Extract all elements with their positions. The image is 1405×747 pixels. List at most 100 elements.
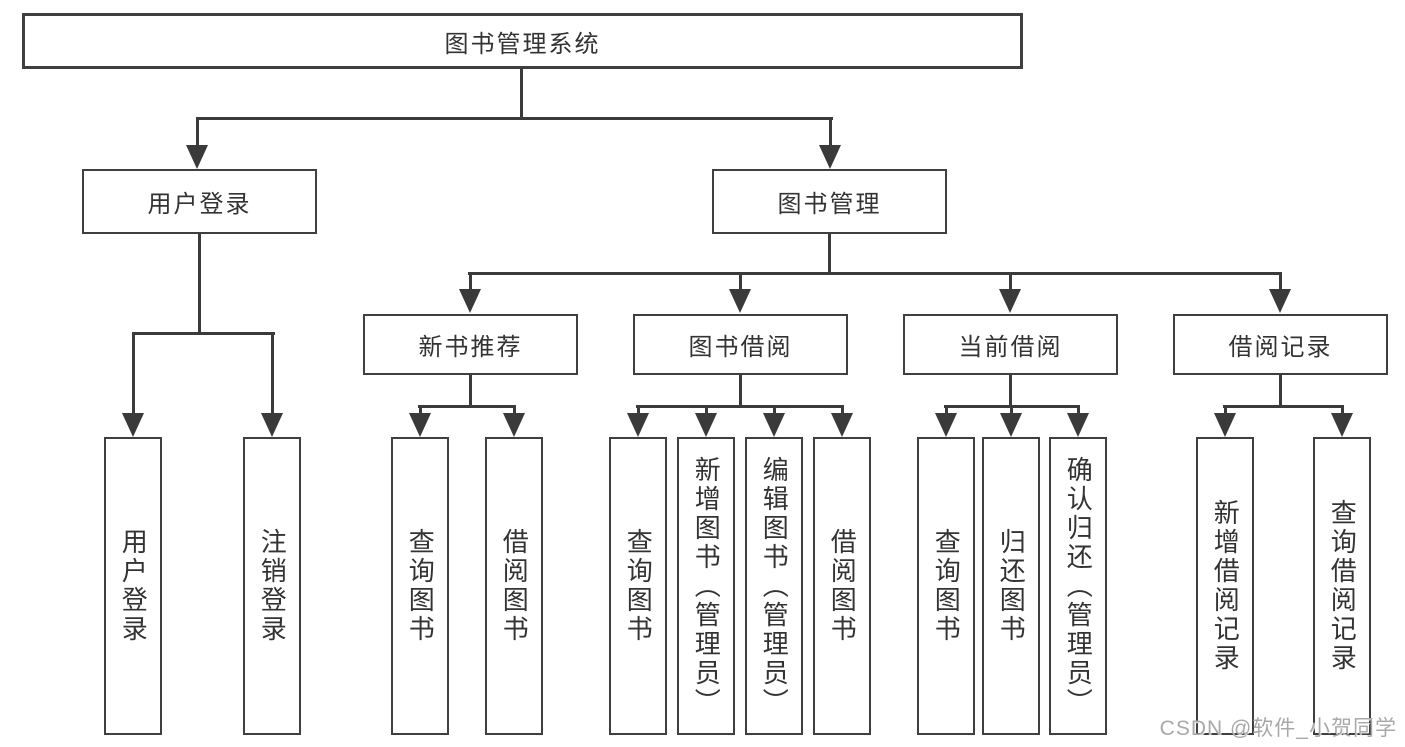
arrow-stem (1278, 274, 1282, 289)
connector-bookmgmt-down (828, 234, 831, 275)
arrow-stem (704, 407, 708, 413)
connector-arrow (122, 334, 144, 437)
leaf-label: 查询借阅记录 (1327, 499, 1358, 673)
leaf-confirm-return-admin: 确认归还（管理员） (1049, 437, 1107, 735)
arrow-stem (418, 407, 422, 413)
leaf-label: 查询图书 (623, 528, 654, 644)
connector-arrow (186, 119, 208, 169)
connector-arrow (729, 274, 751, 313)
arrow-stem (131, 334, 135, 413)
connector-arrow (763, 407, 785, 437)
connector-arrow (1331, 407, 1353, 437)
arrow-down-icon (122, 413, 144, 437)
arrow-down-icon (1331, 413, 1353, 437)
arrow-down-icon (1214, 413, 1236, 437)
arrow-stem (195, 119, 199, 145)
connector-arrow (459, 274, 481, 313)
connector-arrow (935, 407, 957, 437)
leaf-borrow-query-books: 查询图书 (609, 437, 667, 735)
arrow-stem (840, 407, 844, 413)
leaf-recommend-borrow-books: 借阅图书 (485, 437, 543, 735)
node-borrow-records: 借阅记录 (1173, 314, 1388, 375)
leaf-label: 注销登录 (257, 528, 288, 644)
leaf-return-books: 归还图书 (982, 437, 1040, 735)
node-label: 借阅记录 (1228, 334, 1333, 361)
connector-arrow (261, 334, 283, 437)
leaf-recommend-query-books: 查询图书 (391, 437, 449, 735)
connector-group5-split (1223, 405, 1344, 408)
node-book-borrow: 图书借阅 (633, 314, 848, 375)
leaf-label: 新增图书（管理员） (691, 455, 722, 717)
leaf-label: 新增借阅记录 (1210, 499, 1241, 673)
connector-level2-split (196, 117, 833, 120)
leaf-logout: 注销登录 (243, 437, 301, 735)
arrow-down-icon (935, 413, 957, 437)
connector-arrow (1067, 407, 1089, 437)
arrow-down-icon (627, 413, 649, 437)
connector-arrow (1269, 274, 1291, 313)
node-root-label: 图书管理系统 (444, 30, 601, 58)
arrow-down-icon (503, 413, 525, 437)
leaf-label: 归还图书 (996, 528, 1027, 644)
arrow-stem (738, 274, 742, 289)
leaf-label: 查询图书 (405, 528, 436, 644)
leaf-add-books-admin: 新增图书（管理员） (677, 437, 735, 735)
node-root-system: 图书管理系统 (22, 13, 1023, 69)
arrow-stem (1223, 407, 1227, 413)
arrow-down-icon (819, 145, 841, 169)
leaf-label: 确认归还（管理员） (1063, 455, 1094, 717)
node-new-book-recommend: 新书推荐 (363, 314, 578, 375)
arrow-down-icon (831, 413, 853, 437)
arrow-down-icon (459, 289, 481, 313)
arrow-down-icon (763, 413, 785, 437)
csdn-watermark: CSDN @软件_小贺同学 (1159, 717, 1397, 740)
connector-arrow (1214, 407, 1236, 437)
arrow-stem (468, 274, 472, 289)
node-user-login: 用户登录 (82, 169, 317, 234)
node-label: 新书推荐 (418, 334, 523, 361)
arrow-down-icon (999, 289, 1021, 313)
connector-records-down (1279, 375, 1282, 408)
connector-recommend-down (469, 375, 472, 408)
node-label: 图书管理 (777, 191, 882, 218)
connector-arrow (503, 407, 525, 437)
leaf-label: 编辑图书（管理员） (759, 455, 790, 717)
arrow-down-icon (1067, 413, 1089, 437)
arrow-stem (512, 407, 516, 413)
leaf-label: 借阅图书 (827, 528, 858, 644)
leaf-edit-books-admin: 编辑图书（管理员） (745, 437, 803, 735)
connector-arrow (627, 407, 649, 437)
node-label: 用户登录 (147, 191, 252, 218)
leaf-current-query-books: 查询图书 (917, 437, 975, 735)
connector-arrow (831, 407, 853, 437)
node-current-borrow: 当前借阅 (903, 314, 1118, 375)
leaf-label: 借阅图书 (499, 528, 530, 644)
leaf-user-login: 用户登录 (104, 437, 162, 735)
arrow-down-icon (261, 413, 283, 437)
connector-level3-split (468, 272, 1282, 275)
arrow-down-icon (1269, 289, 1291, 313)
connector-arrow (409, 407, 431, 437)
leaf-add-borrow-record: 新增借阅记录 (1196, 437, 1254, 735)
arrow-stem (828, 119, 832, 145)
arrow-down-icon (409, 413, 431, 437)
arrow-down-icon (186, 145, 208, 169)
connector-group1-split (132, 332, 275, 335)
arrow-stem (1009, 407, 1013, 413)
connector-arrow (819, 119, 841, 169)
arrow-stem (1340, 407, 1344, 413)
connector-userlogin-down (198, 234, 201, 335)
arrow-stem (270, 334, 274, 413)
arrow-stem (1076, 407, 1080, 413)
connector-current-down (1009, 375, 1012, 408)
arrow-down-icon (1000, 413, 1022, 437)
connector-root-down (520, 69, 523, 120)
connector-borrow-down (739, 375, 742, 408)
arrow-stem (944, 407, 948, 413)
leaf-label: 用户登录 (118, 528, 149, 644)
connector-group4-split (944, 405, 1080, 408)
node-label: 图书借阅 (688, 334, 793, 361)
connector-group3-split (636, 405, 844, 408)
arrow-down-icon (729, 289, 751, 313)
